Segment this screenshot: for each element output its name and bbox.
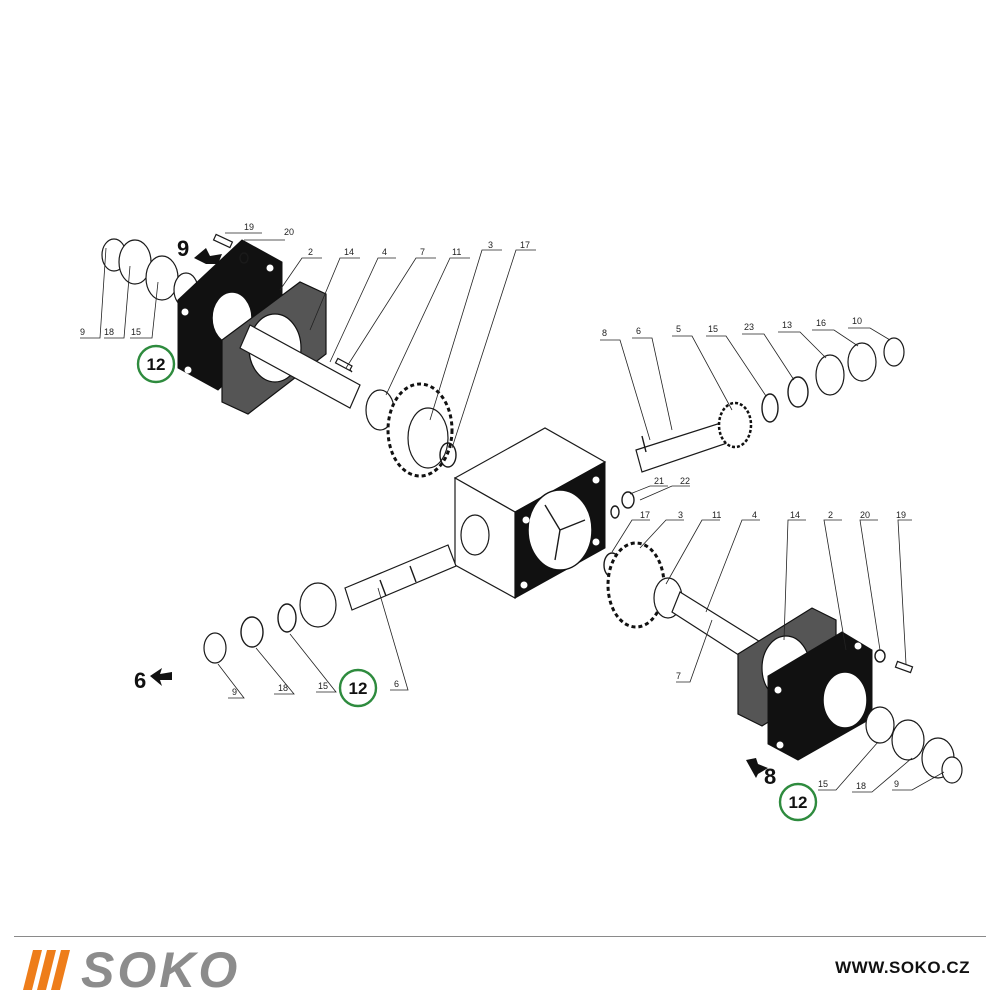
- part-label: 18: [104, 327, 114, 337]
- part-label: 15: [818, 779, 828, 789]
- shaft-part: [344, 544, 457, 611]
- part-label: 20: [860, 510, 870, 520]
- end-cap-part: [941, 756, 963, 784]
- part-label: 15: [318, 681, 328, 691]
- brand-logo: SOKO: [23, 942, 241, 998]
- website-url: WWW.SOKO.CZ: [835, 958, 970, 977]
- part-label: 23: [744, 322, 754, 332]
- direction-arrow-up-left: 9: [177, 236, 222, 264]
- part-label: 9: [80, 327, 85, 337]
- part-label: 10: [852, 316, 862, 326]
- lower-left-assembly: 9 18 15 6: [203, 544, 457, 699]
- direction-arrow-down-right: 8: [746, 758, 776, 789]
- circlip-part: [439, 442, 457, 468]
- arrow-label: 6: [134, 668, 146, 693]
- washer-part: [621, 491, 635, 509]
- part-label: 16: [816, 318, 826, 328]
- part-label: 6: [394, 679, 399, 689]
- part-label: 9: [894, 779, 899, 789]
- part-label: 14: [344, 247, 354, 257]
- brand-stripes-icon: [23, 950, 70, 990]
- exploded-gearbox-diagram: 9 18 15 19 20 2 14 4 7 11 3 17 21 22: [80, 222, 963, 822]
- part-label: 13: [782, 320, 792, 330]
- ring-part: [277, 603, 297, 633]
- arrow-label: 9: [177, 236, 189, 261]
- part-label: 2: [308, 247, 313, 257]
- right-upper-assembly: 8 6 5 15 23 13 16 10: [600, 316, 905, 473]
- part-label: 15: [708, 324, 718, 334]
- arrow-label: 8: [764, 764, 776, 789]
- key-part: [334, 357, 353, 372]
- bearing-part: [815, 354, 845, 396]
- callout-12-middle: 12: [338, 668, 378, 708]
- bearing-cup-part: [145, 255, 179, 301]
- bevel-gear-part: [717, 401, 753, 449]
- washer-part: [874, 649, 886, 663]
- upper-left-assembly: 9 18 15 19 20 2 14 4 7 11 3 17: [80, 222, 536, 478]
- arrow-icon: [150, 668, 172, 686]
- part-label: 7: [420, 247, 425, 257]
- diagram-canvas: 9 18 15 19 20 2 14 4 7 11 3 17 21 22: [80, 222, 963, 822]
- part-label: 17: [640, 510, 650, 520]
- shaft-part: [239, 324, 361, 409]
- part-label: 19: [244, 222, 254, 232]
- bearing-part: [299, 582, 337, 628]
- lower-right-assembly: 17 3 11 4 14 2 20 19 7 15 18 9: [603, 510, 963, 793]
- part-label: 22: [680, 476, 690, 486]
- part-label: 3: [678, 510, 683, 520]
- arrow-icon: [194, 248, 222, 264]
- housing-side-bore: [460, 514, 490, 556]
- bearing-cup-part: [240, 616, 264, 648]
- part-label: 8: [602, 328, 607, 338]
- brand-name: SOKO: [81, 942, 241, 998]
- part-label: 19: [896, 510, 906, 520]
- part-label: 18: [856, 781, 866, 791]
- callout-12-upper: 12: [136, 344, 176, 384]
- part-label: 18: [278, 683, 288, 693]
- part-label: 20: [284, 227, 294, 237]
- callout-text: 12: [349, 679, 368, 698]
- pin-part: [894, 660, 914, 674]
- bearing-ring-part: [865, 706, 895, 744]
- part-label: 6: [636, 326, 641, 336]
- arrow-icon: [746, 758, 768, 778]
- washer-part: [610, 505, 620, 519]
- part-label: 11: [452, 247, 461, 257]
- part-label: 4: [752, 510, 757, 520]
- part-label: 2: [828, 510, 833, 520]
- part-label: 21: [654, 476, 664, 486]
- footer-divider: [14, 936, 986, 937]
- bearing-cup-part: [891, 719, 925, 761]
- gearbox-housing: 21 22: [453, 427, 690, 600]
- callout-text: 12: [789, 793, 808, 812]
- end-cap-part: [883, 337, 905, 367]
- ring-part: [761, 393, 779, 423]
- part-label: 17: [520, 240, 530, 250]
- footer: SOKO WWW.SOKO.CZ: [0, 936, 1000, 1000]
- callout-text: 12: [147, 355, 166, 374]
- ring-part: [787, 376, 809, 408]
- part-label: 5: [676, 324, 681, 334]
- direction-arrow-left: 6: [134, 668, 172, 693]
- bearing-cup-part: [847, 342, 877, 382]
- end-cap-part: [203, 632, 227, 664]
- part-label: 9: [232, 687, 237, 697]
- part-label: 7: [676, 671, 681, 681]
- washer-part: [239, 252, 249, 264]
- part-label: 11: [712, 510, 721, 520]
- part-label: 14: [790, 510, 800, 520]
- part-label: 3: [488, 240, 493, 250]
- callout-12-lower: 12: [778, 782, 818, 822]
- bevel-gear-part: [606, 541, 666, 629]
- part-label: 4: [382, 247, 387, 257]
- part-label: 15: [131, 327, 141, 337]
- pin-part: [212, 233, 234, 249]
